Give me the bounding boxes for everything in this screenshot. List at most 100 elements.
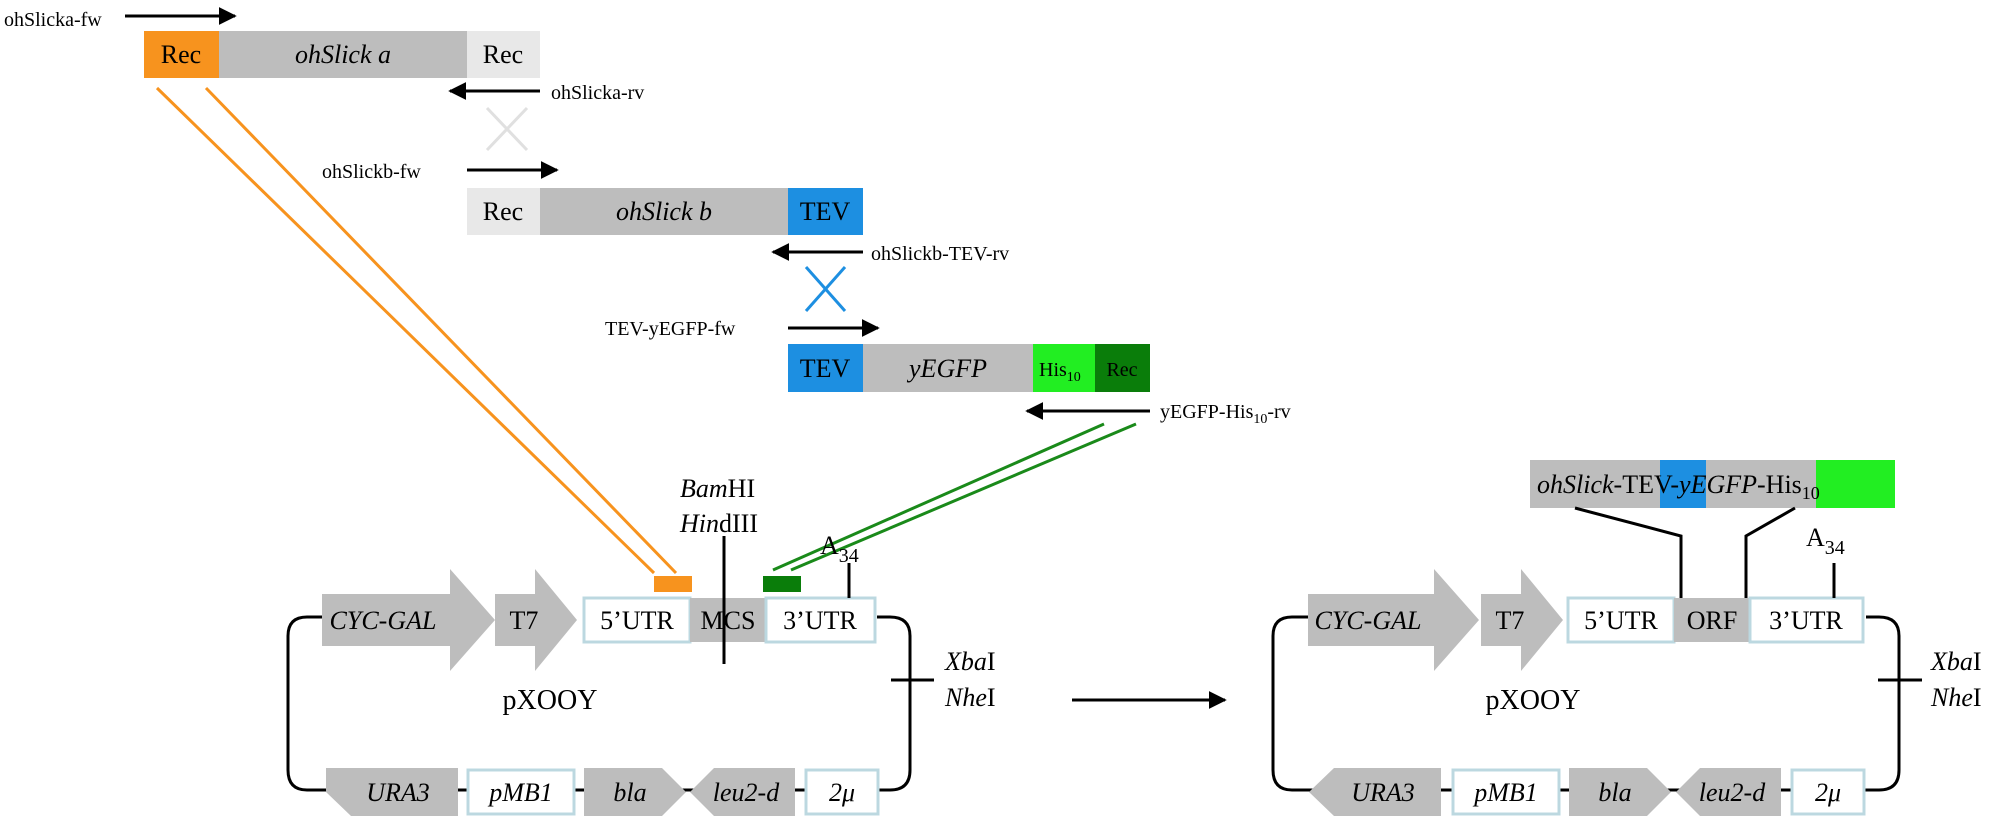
tev-segment bbox=[1660, 460, 1706, 508]
utr3-box bbox=[1748, 596, 1865, 644]
utr5-label: 5’UTR bbox=[1584, 606, 1658, 635]
utr3-label: 3’UTR bbox=[783, 606, 857, 635]
utr5-box bbox=[1566, 596, 1676, 644]
ohslick-segment bbox=[1530, 460, 1660, 508]
overlap-cross-icon bbox=[804, 266, 847, 312]
orf-callout-line-left bbox=[1574, 506, 1683, 598]
rec-segment bbox=[1095, 344, 1150, 392]
t7-promoter-arrow bbox=[495, 569, 577, 671]
fragment-c-gene-label: yEGFP bbox=[906, 354, 987, 383]
primer-yegfp-his-rv: yEGFP-His10-rv bbox=[1025, 401, 1291, 427]
rec-segment bbox=[467, 31, 540, 78]
orf-construct: ohSlick-TEV-yEGFP-His10 bbox=[1530, 460, 1895, 598]
orange-homology-mark bbox=[654, 576, 692, 592]
his-tag-segment bbox=[1816, 460, 1895, 508]
bla-arrow bbox=[1569, 768, 1671, 816]
pmb1-label: pMB1 bbox=[487, 778, 553, 807]
leu2d-label: leu2-d bbox=[1699, 778, 1766, 807]
leu2d-arrow bbox=[1676, 768, 1781, 816]
t7-label: T7 bbox=[1496, 606, 1525, 635]
polya-label: A34 bbox=[820, 531, 859, 567]
utr5-label: 5’UTR bbox=[600, 606, 674, 635]
primer-ohslicka-fw: ohSlicka-fw bbox=[4, 7, 237, 31]
pmb1-box bbox=[466, 768, 576, 816]
primer-yegfp-his-rv-label: yEGFP-His10-rv bbox=[1160, 401, 1291, 427]
primer-ohslickb-fw-label: ohSlickb-fw bbox=[322, 161, 421, 183]
cyc-gal-label: CYC-GAL bbox=[330, 606, 437, 635]
fragment-b-gene-label: ohSlick b bbox=[616, 197, 712, 226]
plasmid-name: pXOOY bbox=[1486, 685, 1581, 716]
plasmid-right: CYC-GAL T7 5’UTR ORF 3’UTR A34 XbaI NheI… bbox=[1271, 523, 1982, 816]
fragment-a: Rec ohSlick a Rec bbox=[144, 31, 540, 78]
fragment-a-gene-label: ohSlick a bbox=[295, 40, 391, 69]
utr3-box bbox=[764, 596, 877, 644]
bamhi-label: BamHI bbox=[680, 474, 755, 503]
two-micron-label: 2μ bbox=[829, 778, 855, 807]
mcs-label: MCS bbox=[701, 606, 756, 635]
primer-ohslickb-tev-rv-label: ohSlickb-TEV-rv bbox=[871, 243, 1009, 265]
polya-label: A34 bbox=[1806, 523, 1845, 559]
leu2d-arrow bbox=[690, 768, 795, 816]
orf-callout-line-right bbox=[1744, 506, 1796, 598]
overlap-cross-icon bbox=[485, 106, 529, 152]
orf-box bbox=[1674, 598, 1750, 642]
cyc-gal-arrow bbox=[1308, 569, 1479, 671]
rec-segment bbox=[467, 188, 540, 235]
primer-ohslicka-rv-label: ohSlicka-rv bbox=[551, 82, 644, 104]
primer-ohslicka-fw-label: ohSlicka-fw bbox=[4, 9, 102, 31]
two-micron-label: 2μ bbox=[1815, 778, 1841, 807]
primer-ohslickb-fw: ohSlickb-fw bbox=[322, 161, 559, 183]
mcs-box bbox=[690, 598, 766, 642]
homology-lines-green bbox=[772, 422, 1137, 572]
tev-segment bbox=[788, 344, 863, 392]
yegfp-segment bbox=[1706, 460, 1816, 508]
plasmid-name: pXOOY bbox=[503, 685, 598, 716]
homology-lines-orange bbox=[155, 86, 678, 575]
bla-label: bla bbox=[613, 778, 646, 807]
hindiii-label: HindIII bbox=[679, 509, 758, 538]
pmb1-label: pMB1 bbox=[1472, 778, 1538, 807]
fragment-c-rec-label: Rec bbox=[1106, 359, 1137, 381]
primer-tev-yegfp-fw-label: TEV-yEGFP-fw bbox=[605, 318, 736, 340]
t7-label: T7 bbox=[510, 606, 539, 635]
primer-ohslicka-rv: ohSlicka-rv bbox=[448, 82, 644, 104]
primer-ohslickb-tev-rv: ohSlickb-TEV-rv bbox=[771, 243, 1009, 265]
gene-segment bbox=[863, 344, 1033, 392]
fragment-c-his-label: His10 bbox=[1039, 359, 1081, 385]
xbai-label: XbaI bbox=[944, 647, 996, 676]
cyc-gal-arrow bbox=[322, 569, 495, 671]
nhei-label: NheI bbox=[1930, 683, 1982, 712]
orf-label: ORF bbox=[1687, 606, 1738, 635]
leu2d-label: leu2-d bbox=[713, 778, 780, 807]
fragment-b-tev-label: TEV bbox=[800, 197, 851, 226]
pmb1-box bbox=[1451, 768, 1561, 816]
gene-segment bbox=[540, 188, 788, 235]
fragment-c: TEV yEGFP His10 Rec bbox=[788, 344, 1150, 392]
fragment-b: Rec ohSlick b TEV bbox=[467, 188, 863, 235]
nhei-label: NheI bbox=[944, 683, 996, 712]
two-micron-box bbox=[804, 768, 880, 816]
fragment-b-rec-label: Rec bbox=[483, 197, 523, 226]
xbai-label: XbaI bbox=[1930, 647, 1982, 676]
plasmid-left: CYC-GAL T7 5’UTR MCS 3’UTR BamHI HindIII… bbox=[286, 474, 996, 816]
fragment-a-rec-left-label: Rec bbox=[161, 40, 201, 69]
cyc-gal-label: CYC-GAL bbox=[1315, 606, 1422, 635]
utr3-label: 3’UTR bbox=[1769, 606, 1843, 635]
ura3-label: URA3 bbox=[366, 778, 430, 807]
tev-segment bbox=[788, 188, 863, 235]
rec-segment bbox=[144, 31, 219, 78]
his-tag-segment bbox=[1033, 344, 1095, 392]
gene-segment bbox=[219, 31, 467, 78]
ura3-arrow bbox=[1309, 768, 1441, 816]
orf-construct-label: ohSlick-TEV-yEGFP-His10 bbox=[1537, 470, 1820, 503]
primer-tev-yegfp-fw: TEV-yEGFP-fw bbox=[605, 318, 880, 340]
green-homology-mark bbox=[763, 576, 801, 592]
bla-label: bla bbox=[1598, 778, 1631, 807]
fragment-a-rec-right-label: Rec bbox=[483, 40, 523, 69]
bla-arrow bbox=[584, 768, 686, 816]
fragment-c-tev-label: TEV bbox=[800, 354, 851, 383]
ura3-label: URA3 bbox=[1351, 778, 1415, 807]
utr5-box bbox=[582, 596, 692, 644]
t7-promoter-arrow bbox=[1481, 569, 1563, 671]
